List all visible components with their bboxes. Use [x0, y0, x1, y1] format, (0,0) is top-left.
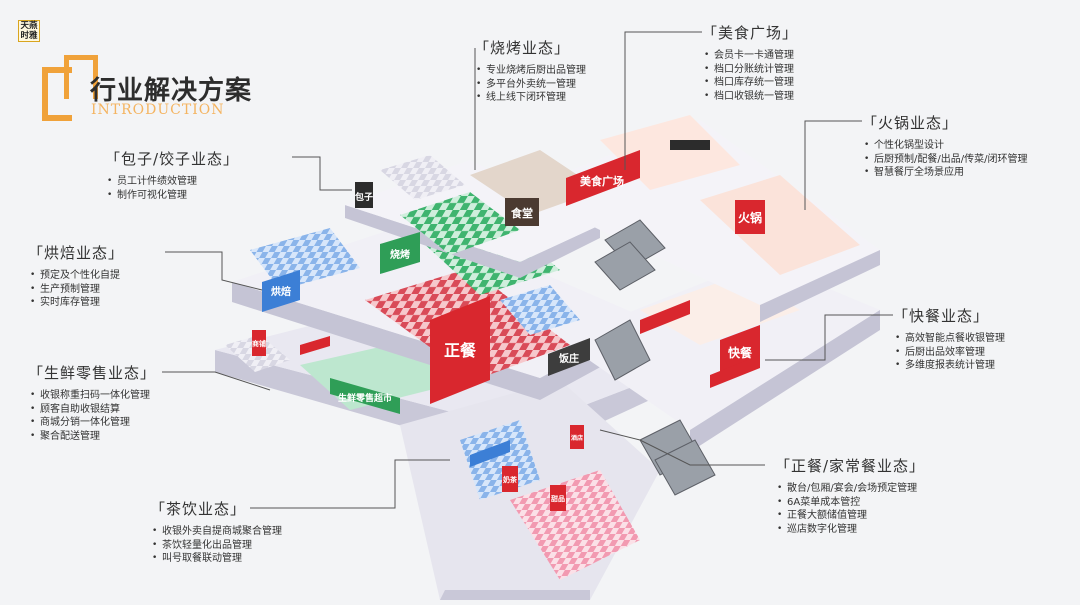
list-item: 收银称重扫码一体化管理 [28, 389, 156, 403]
store-signs: 包子 烧烤 食堂 美食广场 火锅 烘焙 正餐 饭庄 快餐 商铺 生鲜零售超市 奶… [252, 150, 765, 511]
section-title: 「生鲜零售业态」 [28, 364, 157, 382]
section-baozi: 「包子/饺子业态」 员工计件绩效管理 制作可视化管理 [105, 148, 239, 202]
list-item: 员工计件绩效管理 [105, 175, 239, 189]
section-hongbei: 「烘焙业态」 预定及个性化自提 生产预制管理 实时库存管理 [28, 242, 124, 310]
list-item: 线上线下闭环管理 [474, 91, 586, 105]
list-item: 叫号取餐联动管理 [150, 552, 282, 566]
list-item: 巡店数字化管理 [775, 523, 925, 537]
list-item: 茶饮轻量化出品管理 [150, 539, 282, 553]
list-item: 个性化锅型设计 [862, 139, 1027, 153]
list-item: 散台/包厢/宴会/会场预定管理 [775, 482, 925, 496]
page-title: 行业解决方案 [90, 76, 253, 106]
list-item: 后厨预制/配餐/出品/传菜/闭环管理 [862, 153, 1027, 167]
list-item: 档口分账统计管理 [702, 63, 798, 77]
section-chayin: 「茶饮业态」 收银外卖自提商城聚合管理 茶饮轻量化出品管理 叫号取餐联动管理 [150, 498, 282, 566]
page-subtitle: INTRODUCTION [91, 102, 225, 118]
page-header: 行业解决方案 INTRODUCTION [42, 55, 262, 125]
list-item: 制作可视化管理 [105, 189, 239, 203]
section-zhengcan: 「正餐/家常餐业态」 散台/包厢/宴会/会场预定管理 6A菜单成本管控 正餐大额… [775, 455, 925, 536]
logo-line-2: 时雅 [20, 31, 38, 41]
brand-logo: 天燕 时雅 [18, 20, 40, 42]
decor [300, 140, 760, 467]
list-item: 正餐大额储值管理 [775, 509, 925, 523]
sign-shaokao: 烧烤 [390, 248, 410, 261]
list-item: 档口收银统一管理 [702, 90, 798, 104]
section-title: 「火锅业态」 [862, 114, 959, 132]
title-decoration [64, 55, 98, 99]
sign-huoguo: 火锅 [738, 210, 762, 225]
section-title: 「烘焙业态」 [28, 244, 125, 262]
list-item: 6A菜单成本管控 [775, 496, 925, 510]
section-shaokao: 「烧烤业态」 专业烧烤后厨出品管理 多平台外卖统一管理 线上线下闭环管理 [474, 37, 586, 105]
list-item: 会员卡一卡通管理 [702, 49, 798, 63]
callout-lines [162, 31, 893, 509]
sign-dian: 酒店 [571, 434, 583, 442]
sign-kuaican: 快餐 [728, 345, 753, 360]
list-item: 多平台外卖统一管理 [474, 78, 586, 92]
sign-shangpu: 商铺 [252, 339, 266, 348]
section-title: 「正餐/家常餐业态」 [775, 457, 926, 475]
sign-shengxian: 生鲜零售超市 [338, 392, 392, 404]
list-item: 生产预制管理 [28, 283, 124, 297]
list-item: 智慧餐厅全场景应用 [862, 166, 1027, 180]
section-shengxian: 「生鲜零售业态」 收银称重扫码一体化管理 顾客自助收银结算 商城分销一体化管理 … [28, 362, 156, 443]
sign-shitang: 食堂 [511, 206, 533, 220]
sign-hongbei: 烘焙 [271, 285, 291, 298]
list-item: 收银外卖自提商城聚合管理 [150, 525, 282, 539]
section-title: 「快餐业态」 [893, 307, 990, 325]
section-title: 「美食广场」 [702, 24, 799, 42]
section-title: 「茶饮业态」 [150, 500, 247, 518]
list-item: 后厨出品效率管理 [893, 346, 1005, 360]
sign-baozi: 包子 [354, 191, 373, 203]
list-item: 商城分销一体化管理 [28, 416, 156, 430]
list-item: 预定及个性化自提 [28, 269, 124, 283]
list-item: 档口库存统一管理 [702, 76, 798, 90]
title-decoration [42, 67, 72, 121]
list-item: 高效智能点餐收银管理 [893, 332, 1005, 346]
sign-fanzhuang: 饭庄 [558, 352, 579, 365]
sign-naicha: 奶茶 [503, 475, 518, 484]
section-kuaican: 「快餐业态」 高效智能点餐收银管理 后厨出品效率管理 多维度报表统计管理 [893, 305, 1005, 373]
list-item: 实时库存管理 [28, 296, 124, 310]
section-meishi: 「美食广场」 会员卡一卡通管理 档口分账统计管理 档口库存统一管理 档口收银统一… [702, 22, 798, 103]
sign-tianpin: 甜品 [551, 494, 565, 503]
list-item: 多维度报表统计管理 [893, 359, 1005, 373]
list-item: 专业烧烤后厨出品管理 [474, 64, 586, 78]
sign-meishi: 美食广场 [580, 174, 624, 188]
logo-line-1: 天燕 [20, 21, 38, 31]
sign-zhengcan: 正餐 [444, 341, 477, 360]
section-huoguo: 「火锅业态」 个性化锅型设计 后厨预制/配餐/出品/传菜/闭环管理 智慧餐厅全场… [862, 112, 1027, 180]
section-title: 「包子/饺子业态」 [105, 150, 240, 168]
list-item: 聚合配送管理 [28, 430, 156, 444]
list-item: 顾客自助收银结算 [28, 403, 156, 417]
section-title: 「烧烤业态」 [474, 39, 571, 57]
escalators [594, 219, 716, 496]
